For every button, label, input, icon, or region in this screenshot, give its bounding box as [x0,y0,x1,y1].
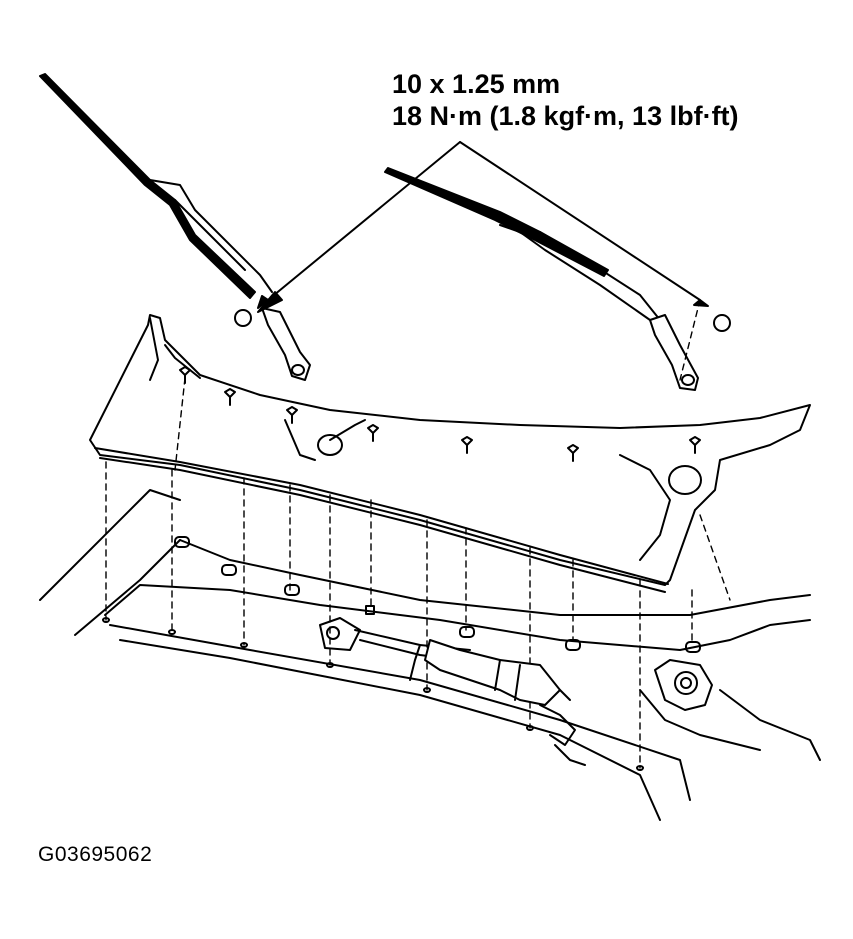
cowl-opening-left [317,434,343,456]
torque-spec-callout: 10 x 1.25 mm 18 N·m (1.8 kgf·m, 13 lbf·f… [392,68,739,132]
figure-id: G03695062 [38,843,153,866]
body-frame [39,489,821,821]
cowl-opening-right [668,465,702,495]
right-wiper-nut [713,314,731,332]
cowl-cover [89,314,811,593]
wiper-motor-linkage [319,617,586,766]
bolt-size-label: 10 x 1.25 mm [392,69,561,99]
clip-alignment-lines [105,299,731,769]
left-wiper-nut [234,309,252,327]
cowl-clips [179,366,701,462]
frame-mount-holes [102,617,644,771]
torque-leader-lines [257,141,709,313]
torque-label: 18 N·m (1.8 kgf·m, 13 lbf·ft) [392,101,739,131]
right-wiper-arm [384,167,731,391]
right-pivot-mount [654,659,713,711]
frame-mount-slots [174,536,701,653]
left-wiper-arm [39,73,311,381]
